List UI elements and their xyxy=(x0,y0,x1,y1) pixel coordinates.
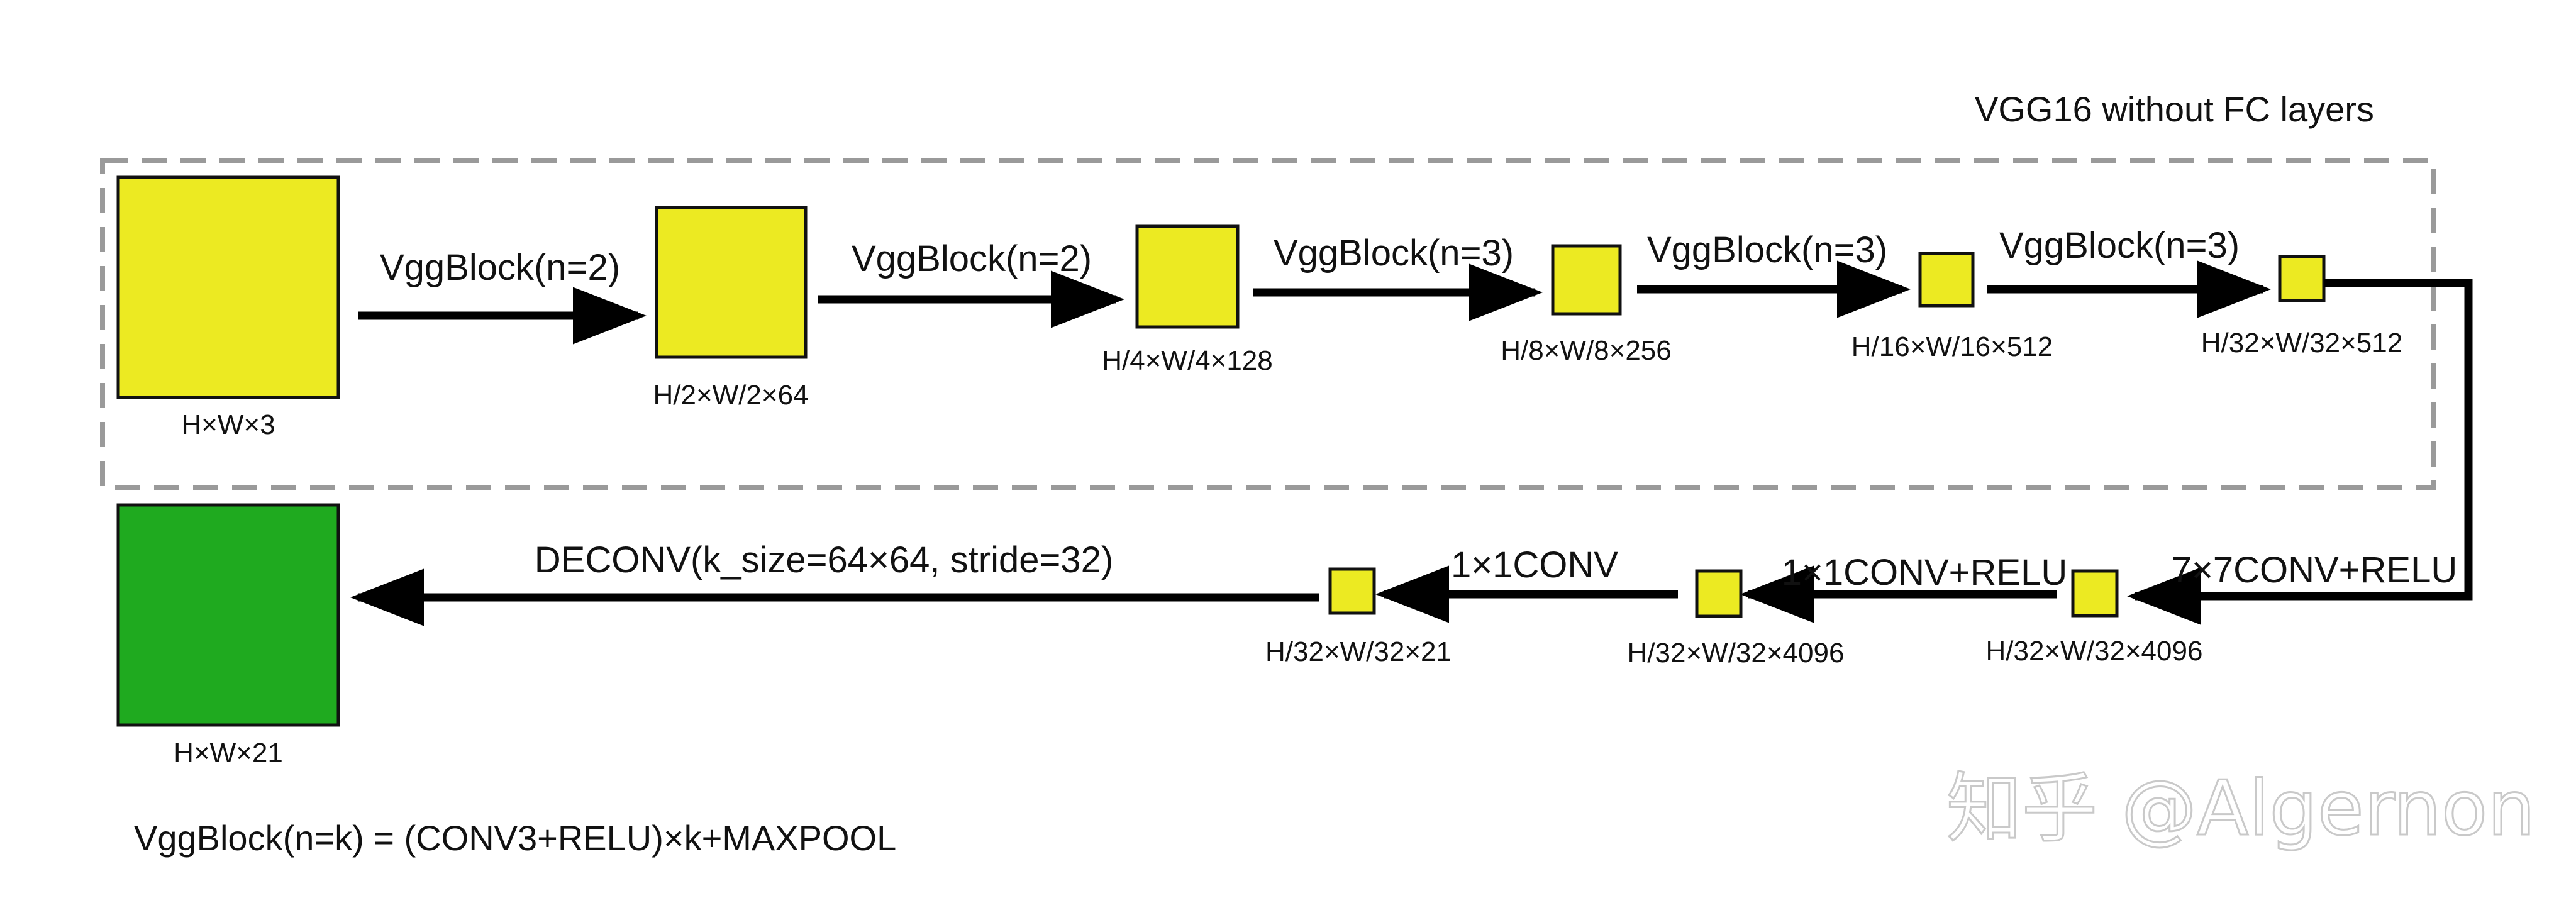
feature-map-score xyxy=(1328,567,1376,615)
feature-map-conv6 xyxy=(2071,569,2119,618)
op-label-vggblock-3: VggBlock(n=3) xyxy=(1274,233,1514,274)
feature-map-block5-dim: H/32×W/32×512 xyxy=(2201,328,2402,358)
op-label-vggblock-2: VggBlock(n=2) xyxy=(852,238,1092,279)
feature-map-block2-dim: H/4×W/4×128 xyxy=(1102,345,1273,376)
arrow-7x7conv-relu xyxy=(2127,279,2473,625)
feature-map-conv6-dim: H/32×W/32×4096 xyxy=(1986,636,2203,667)
op-label-vggblock-4: VggBlock(n=3) xyxy=(1647,230,1887,270)
op-label-1x1conv-relu: 1×1CONV+RELU xyxy=(1782,552,2068,593)
op-label-deconv: DECONV(k_size=64×64, stride=32) xyxy=(535,540,1113,580)
feature-map-block4-dim: H/16×W/16×512 xyxy=(1852,331,2053,362)
feature-map-block5 xyxy=(2278,255,2326,302)
feature-map-block3-dim: H/8×W/8×256 xyxy=(1501,335,1672,366)
vgg16-section-title: VGG16 without FC layers xyxy=(1975,89,2374,129)
feature-map-score-dim: H/32×W/32×21 xyxy=(1265,636,1452,667)
op-label-1x1conv: 1×1CONV xyxy=(1451,545,1618,585)
feature-map-block1-dim: H/2×W/2×64 xyxy=(653,380,808,411)
op-label-vggblock-1: VggBlock(n=2) xyxy=(380,247,620,288)
feature-map-block1 xyxy=(655,206,808,359)
watermark: 知乎 @Algernon xyxy=(1946,765,2535,853)
feature-map-output-dim: H×W×21 xyxy=(174,738,283,768)
feature-map-block4 xyxy=(1918,252,1975,308)
feature-map-conv7 xyxy=(1695,569,1743,618)
feature-map-input xyxy=(116,175,340,399)
op-label-vggblock-5: VggBlock(n=3) xyxy=(1999,225,2240,266)
feature-map-output xyxy=(116,503,340,727)
feature-map-block3 xyxy=(1551,244,1622,316)
op-label-7x7conv-relu: 7×7CONV+RELU xyxy=(2172,550,2458,590)
feature-map-conv7-dim: H/32×W/32×4096 xyxy=(1628,638,1845,668)
vgg16-dashed-region xyxy=(100,158,2436,490)
feature-map-block2 xyxy=(1135,224,1240,329)
vggblock-definition: VggBlock(n=k) = (CONV3+RELU)×k+MAXPOOL xyxy=(134,818,896,858)
feature-map-input-dim: H×W×3 xyxy=(181,409,275,440)
